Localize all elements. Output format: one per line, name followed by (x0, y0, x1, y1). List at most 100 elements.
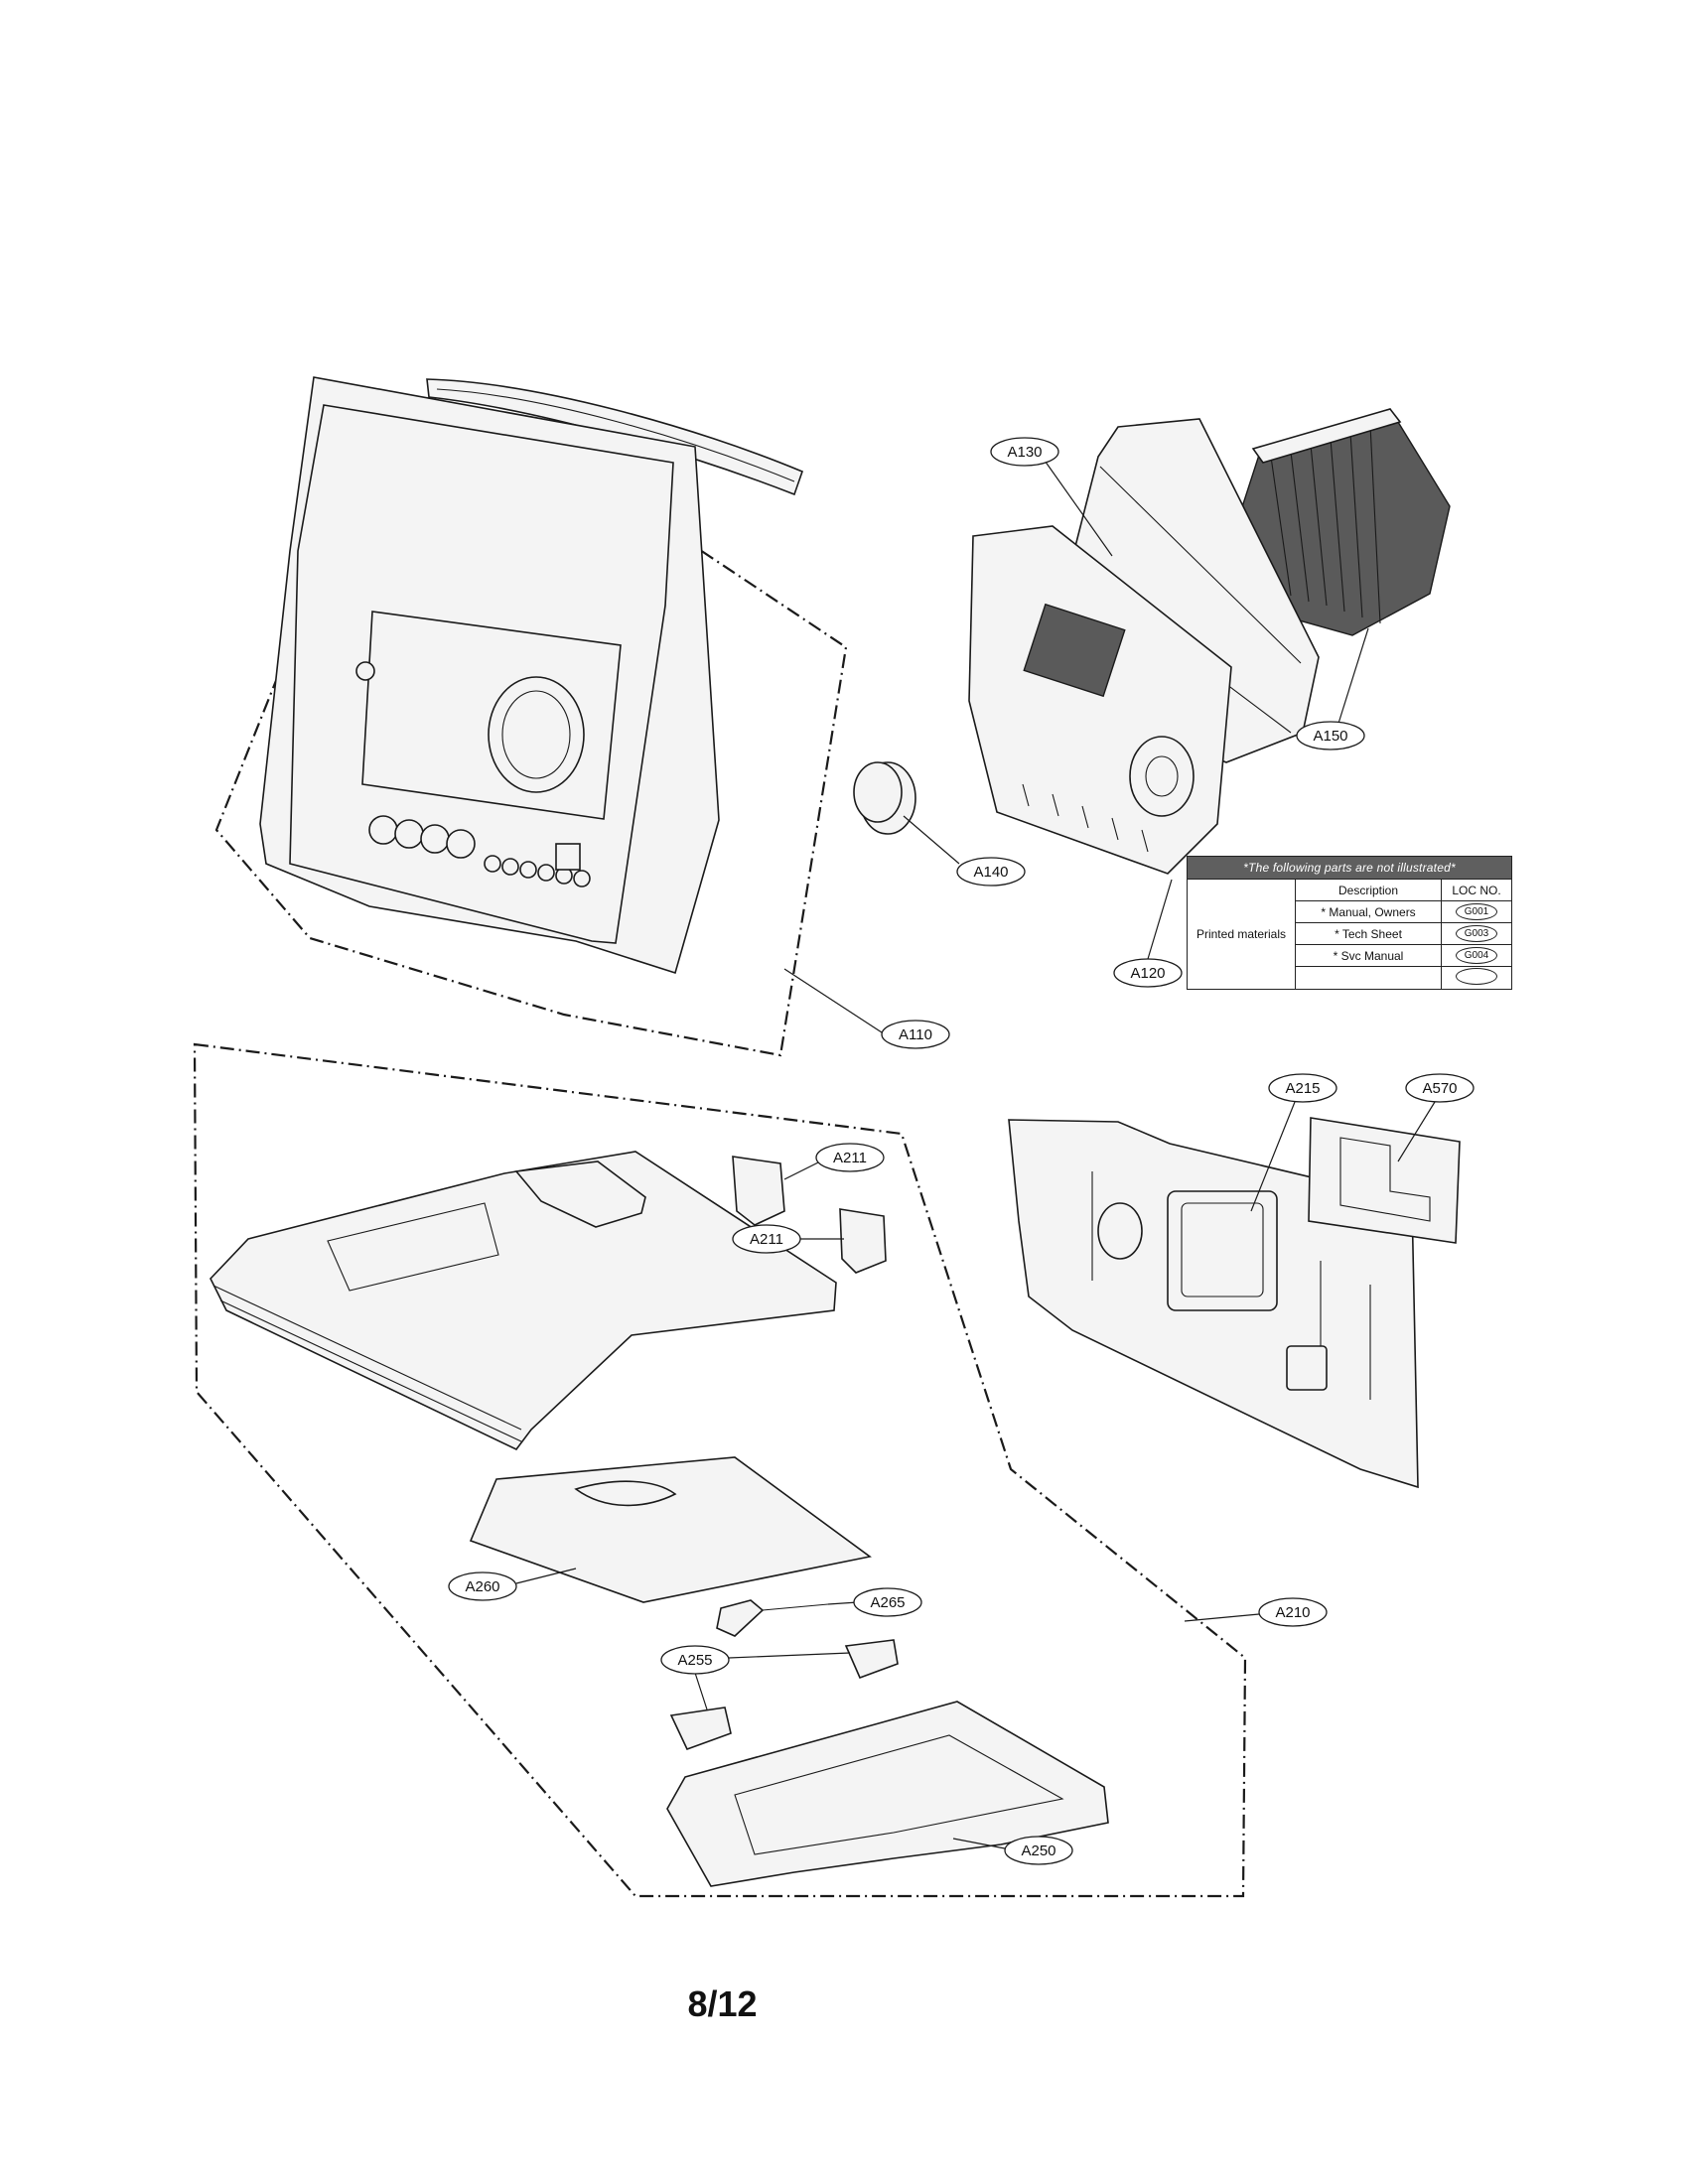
a110-button-3 (420, 824, 450, 854)
row-description: * Manual, Owners (1295, 900, 1442, 923)
svg-text:A120: A120 (1130, 965, 1165, 982)
svg-text:A211: A211 (750, 1231, 783, 1248)
leader-a260 (515, 1568, 577, 1584)
a110-knob-ring (488, 676, 585, 793)
a265-rod (762, 1603, 829, 1611)
header-description: Description (1295, 879, 1442, 901)
a210-lid-raised-section (514, 1160, 646, 1228)
table-row: * Tech Sheet G003 (1188, 922, 1512, 945)
a120-encoder-center (1145, 755, 1179, 797)
a110-small-button-4 (537, 864, 555, 882)
a110-knob-inner (501, 690, 571, 779)
svg-text:A260: A260 (465, 1578, 499, 1595)
a210-main-lid (210, 1151, 837, 1451)
a215-inner-module (1167, 1190, 1278, 1311)
callout-a255: A255 (660, 1645, 730, 1675)
callout-a570: A570 (1405, 1073, 1475, 1103)
leader-a570 (1397, 1101, 1436, 1162)
svg-text:A570: A570 (1422, 1080, 1457, 1097)
a120-connectors (1022, 783, 1149, 853)
callout-a110: A110 (881, 1020, 950, 1049)
callout-a215: A215 (1268, 1073, 1337, 1103)
callout-a211-top: A211 (815, 1143, 885, 1172)
a110-button-4 (446, 829, 476, 859)
callout-a260: A260 (448, 1571, 517, 1601)
svg-text:A250: A250 (1021, 1843, 1055, 1859)
svg-text:A140: A140 (973, 864, 1008, 881)
svg-text:A130: A130 (1007, 444, 1042, 461)
leader-a210 (1184, 1613, 1260, 1622)
a260-glass-panel (469, 1456, 872, 1603)
leader-a255-right (728, 1652, 851, 1659)
callout-a130: A130 (990, 437, 1059, 467)
row-loc-bubble: G001 (1456, 903, 1497, 920)
leader-a120 (1147, 879, 1173, 960)
a110-top-trim-edge (436, 388, 795, 482)
svg-text:A110: A110 (899, 1026, 932, 1043)
a211-hinge-top (732, 1156, 785, 1226)
a110-power-button (355, 661, 375, 681)
svg-text:A255: A255 (677, 1652, 712, 1669)
a110-small-button-1 (484, 855, 501, 873)
a210-lid-rim (212, 1285, 522, 1442)
leader-a130 (1042, 457, 1113, 557)
leader-a215 (1250, 1101, 1296, 1212)
a215-connector-block (1286, 1345, 1328, 1391)
svg-text:A211: A211 (833, 1150, 867, 1166)
not-illustrated-parts-table: *The following parts are not illustrated… (1187, 856, 1512, 990)
row-loc-bubble: G003 (1456, 925, 1497, 942)
a140-knob-face (853, 761, 903, 823)
table-row (1188, 966, 1512, 990)
a250-lid-frame (666, 1701, 1109, 1887)
row-description (1295, 966, 1442, 990)
leader-a150 (1336, 627, 1369, 731)
svg-text:A265: A265 (870, 1594, 905, 1611)
a150-housing-ribs (1270, 424, 1381, 624)
row-loc-bubble-empty (1456, 968, 1497, 985)
leader-a211-top (783, 1161, 819, 1180)
callout-a140: A140 (956, 857, 1026, 887)
page-number: 8/12 (687, 1983, 758, 2024)
svg-text:A215: A215 (1285, 1080, 1320, 1097)
table-row: * Svc Manual G004 (1188, 944, 1512, 967)
a110-button-1 (368, 815, 398, 845)
a110-small-button-6 (573, 870, 591, 887)
a150-housing-lip (1251, 408, 1402, 464)
a110-button-2 (394, 819, 424, 849)
leader-a110 (783, 968, 883, 1033)
a570-cover-plate (1308, 1117, 1461, 1244)
row-description: * Svc Manual (1295, 944, 1442, 967)
callout-a211-bottom: A211 (732, 1224, 801, 1254)
svg-text:A150: A150 (1313, 728, 1347, 745)
leader-a265 (827, 1601, 859, 1605)
callout-a120: A120 (1113, 958, 1183, 988)
a255-hinge-right (844, 1639, 899, 1680)
a265-latch (716, 1599, 765, 1637)
a210-lid-opening (327, 1202, 499, 1292)
leader-a140 (903, 815, 960, 865)
row-description: * Tech Sheet (1295, 922, 1442, 945)
svg-text:A210: A210 (1275, 1604, 1310, 1621)
callout-a150: A150 (1296, 721, 1365, 751)
callout-a210: A210 (1258, 1597, 1328, 1627)
a110-small-button-2 (501, 858, 519, 876)
leader-a250 (952, 1838, 1006, 1849)
callout-a250: A250 (1004, 1836, 1073, 1865)
header-loc-no: LOC NO. (1441, 879, 1512, 901)
a110-start-button (555, 843, 581, 871)
a215-inner-window (1181, 1202, 1264, 1297)
table-title: *The following parts are not illustrated… (1187, 856, 1512, 880)
a120-display-chip-block (1023, 603, 1126, 698)
a211-hinge-bottom (839, 1208, 887, 1274)
a215-round-port (1097, 1202, 1143, 1260)
a570-plate-recess (1339, 1137, 1431, 1222)
a260-handle (574, 1480, 677, 1507)
a110-top-trim (426, 378, 804, 496)
a110-small-button-3 (519, 861, 537, 879)
a250-frame-opening (734, 1734, 1064, 1855)
printed-materials-label: Printed materials (1187, 879, 1296, 990)
a210-group-boundary (193, 1042, 1247, 1898)
row-loc-bubble: G004 (1456, 947, 1497, 964)
